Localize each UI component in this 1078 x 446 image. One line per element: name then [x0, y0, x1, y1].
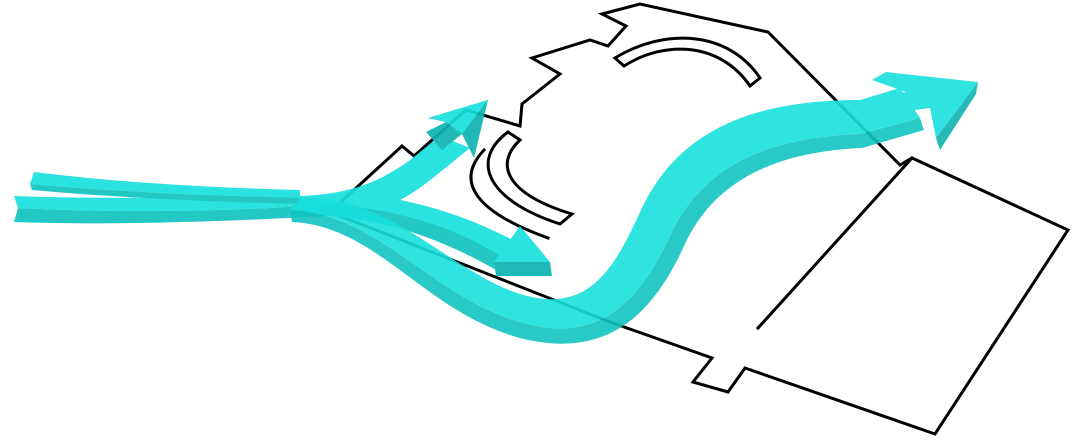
main-flow-side: [290, 118, 924, 344]
split-flow-head-up-top: [428, 100, 488, 134]
s-curve-flow-arrow: [290, 72, 978, 344]
main-flow-head: [872, 72, 978, 138]
inner-curved-slot-left-inner: [469, 147, 550, 240]
split-flow-head-down-top: [494, 226, 550, 262]
split-flow-upper-strand-side: [30, 184, 300, 204]
split-flow-upper-strand: [30, 172, 300, 198]
split-flow-head-down: [494, 262, 552, 276]
inner-curved-slot-left: [486, 130, 576, 226]
building-main-outline: [327, 2, 1071, 436]
split-flow-arrow: [14, 100, 552, 276]
main-flow-head-side: [936, 82, 978, 150]
main-flow-top: [290, 88, 920, 329]
right-wing-divider: [755, 155, 915, 331]
site-plan-outline: [327, 2, 1071, 436]
inner-curved-slot-top: [612, 36, 763, 89]
